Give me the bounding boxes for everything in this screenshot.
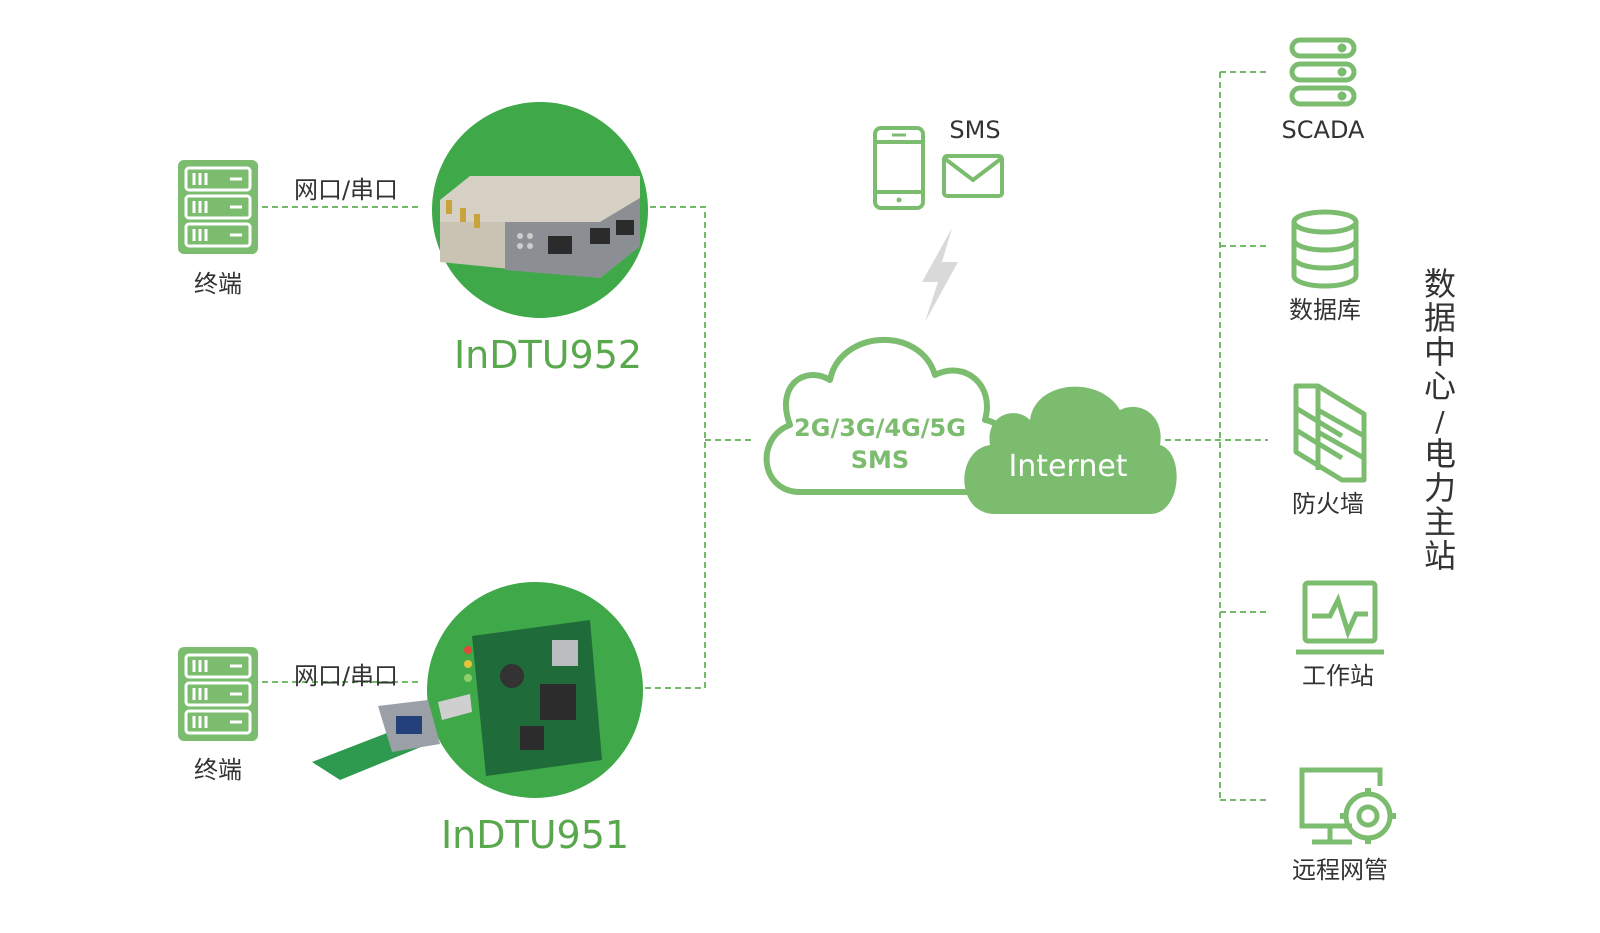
connector-lines — [262, 71, 1268, 801]
envelope-icon — [942, 154, 1004, 198]
router-photo — [440, 176, 640, 278]
firewall-icon — [1293, 383, 1367, 483]
datacenter-item-label: 工作站 — [1302, 662, 1374, 690]
remote-management-icon — [1299, 767, 1396, 845]
terminal-bottom-label: 终端 — [194, 756, 242, 784]
link-bottom-label: 网口/串口 — [294, 662, 398, 690]
datacenter-item-label: SCADA — [1282, 116, 1365, 144]
datacenter-item-label: 防火墙 — [1292, 490, 1364, 518]
cellular-label-line1: 2G/3G/4G/5G — [794, 414, 966, 442]
cellular-label-line2: SMS — [851, 446, 909, 474]
database-icon — [1291, 209, 1359, 289]
device-top-circle — [432, 102, 648, 318]
sms-label: SMS — [949, 116, 1000, 144]
device-top-name: InDTU952 — [454, 333, 642, 377]
device-bottom-name: InDTU951 — [441, 813, 629, 857]
terminal-bottom-icon — [178, 647, 258, 741]
workstation-icon — [1296, 580, 1384, 655]
lightning-icon — [922, 228, 958, 322]
terminal-top-label: 终端 — [194, 270, 242, 298]
datacenter-item-label: 远程网管 — [1292, 856, 1388, 884]
pcb-photo — [312, 620, 602, 780]
terminal-top-icon — [178, 160, 258, 254]
device-bottom-circle — [312, 582, 643, 798]
scada-icon — [1289, 37, 1357, 107]
internet-cloud — [964, 386, 1177, 514]
internet-label: Internet — [1008, 449, 1127, 484]
link-top-label: 网口/串口 — [294, 176, 398, 204]
phone-icon — [873, 126, 925, 210]
device-bus-line — [640, 206, 706, 689]
datacenter-item-label: 数据库 — [1289, 296, 1361, 324]
datacenter-title: 数据中心/电力主站 — [1424, 265, 1456, 575]
